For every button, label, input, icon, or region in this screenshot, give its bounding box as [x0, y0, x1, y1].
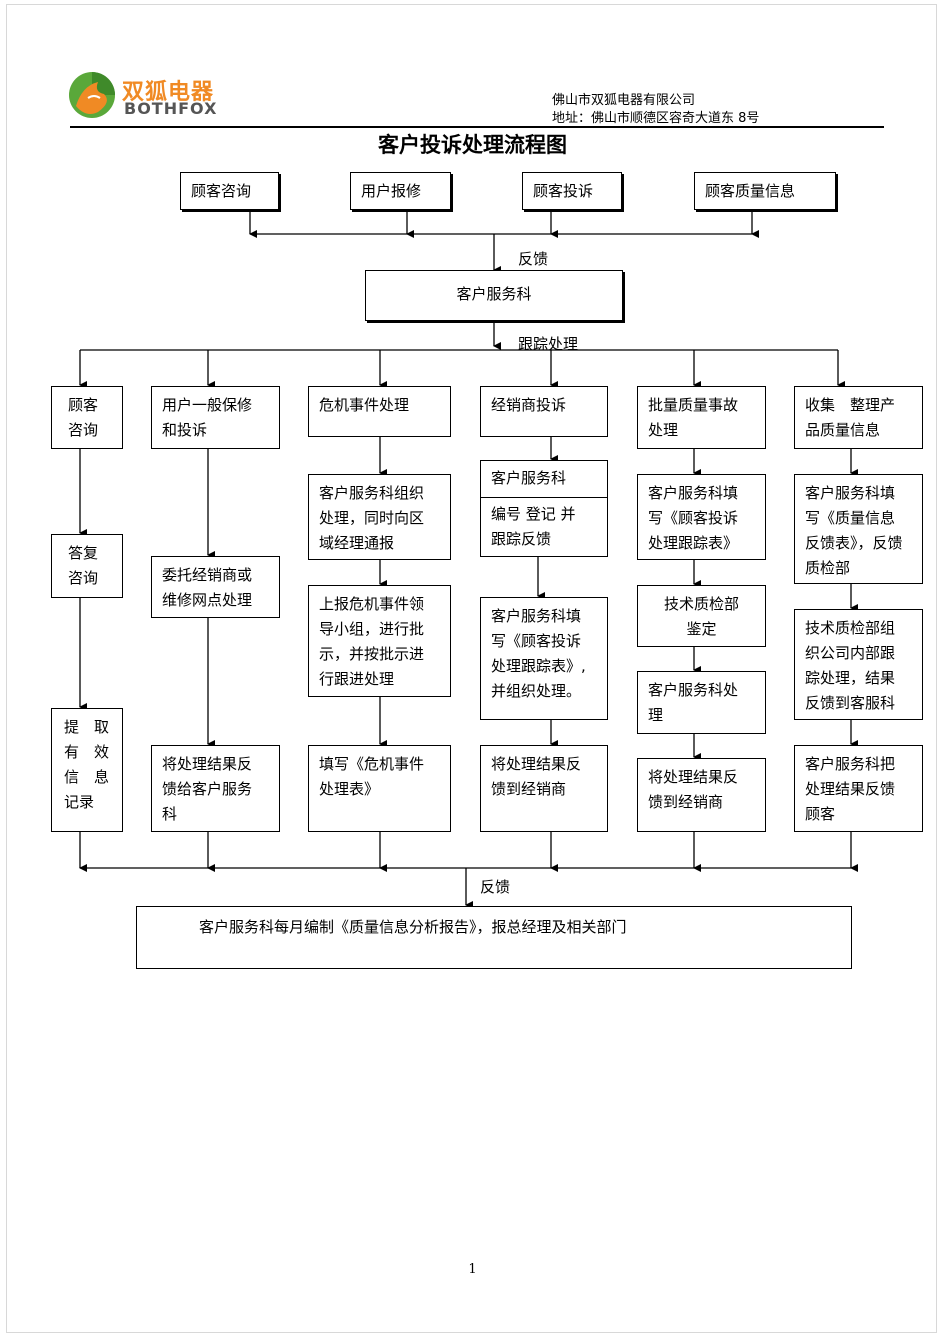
source-label: 顾客投诉	[533, 182, 594, 200]
source-quality-info: 顾客质量信息	[694, 172, 836, 210]
tracking-label: 跟踪处理	[518, 335, 579, 353]
source-user-repair: 用户报修	[350, 172, 451, 210]
page-number: 1	[468, 1262, 477, 1277]
b1-record: 提 取 有 效 信 息 记录	[51, 708, 123, 832]
b3-report-text: 上报危机事件领 导小组，进行批 示，并按批示进 行跟进处理	[319, 595, 425, 688]
b4-register: 编号 登记 并 跟踪反馈	[480, 497, 608, 557]
b6-fill-form: 客户服务科填 写《质量信息 反馈表》，反馈 质检部	[794, 474, 923, 584]
source-label: 顾客质量信息	[705, 182, 796, 200]
b5-handle: 客户服务科处 理	[637, 671, 766, 734]
b4-register-text: 编号 登记 并 跟踪反馈	[491, 505, 576, 548]
b4-feedback: 将处理结果反 馈到经销商	[480, 745, 608, 832]
final-report: 客户服务科每月编制《质量信息分析报告》，报总经理及相关部门	[136, 906, 852, 969]
b5-feedback-text: 将处理结果反 馈到经销商	[648, 768, 739, 811]
b2-general-repair: 用户一般保修 和投诉	[151, 386, 280, 449]
company-name: 佛山市双狐电器有限公司	[552, 93, 696, 108]
b2-delegate-text: 委托经销商或 维修网点处理	[162, 566, 253, 609]
source-customer-complaint: 顾客投诉	[522, 172, 622, 210]
b3-fill-form: 填写《危机事件 处理表》	[308, 745, 451, 832]
source-label: 顾客咨询	[191, 182, 252, 200]
b6-feedback-text: 客户服务科把 处理结果反馈 顾客	[805, 755, 896, 823]
b6-internal-track: 技术质检部组 织公司内部跟 踪处理，结果 反馈到客服科	[794, 609, 923, 720]
service-dept-label: 客户服务科	[456, 285, 532, 303]
b5-batch-quality: 批量质量事故 处理	[637, 386, 766, 449]
b3-organize-text: 客户服务科组织 处理，同时向区 域经理通报	[319, 484, 425, 552]
b5-fill-form-text: 客户服务科填 写《顾客投诉 处理跟踪表》	[648, 484, 739, 552]
brand-name-en: BOTHFOX	[124, 99, 218, 118]
b3-crisis-text: 危机事件处理	[319, 396, 410, 414]
b5-inspection: 技术质检部 鉴定	[637, 585, 766, 647]
b3-fill-form-text: 填写《危机事件 处理表》	[319, 755, 425, 798]
feedback-label: 反馈	[518, 250, 549, 268]
bottom-feedback-label: 反馈	[480, 878, 511, 896]
b2-delegate: 委托经销商或 维修网点处理	[151, 556, 280, 618]
b6-collect-info-text: 收集 整理产 品质量信息	[805, 396, 896, 439]
b4-service-dept-text: 客户服务科	[491, 469, 567, 487]
customer-service-dept: 客户服务科	[365, 270, 623, 321]
company-address: 地址：佛山市顺德区容奇大道东 8号	[552, 111, 760, 126]
b6-fill-form-text: 客户服务科填 写《质量信息 反馈表》，反馈 质检部	[805, 484, 903, 577]
b1-inquiry: 顾客 咨询	[51, 386, 123, 449]
b4-dealer-complaint: 经销商投诉	[480, 386, 608, 437]
b4-fill-form: 客户服务科填 写《顾客投诉 处理跟踪表》, 并组织处理。	[480, 597, 608, 720]
b4-fill-form-text: 客户服务科填 写《顾客投诉 处理跟踪表》, 并组织处理。	[491, 607, 586, 700]
b6-internal-track-text: 技术质检部组 织公司内部跟 踪处理，结果 反馈到客服科	[805, 619, 896, 712]
b5-fill-form: 客户服务科填 写《顾客投诉 处理跟踪表》	[637, 474, 766, 560]
b4-service-dept-head: 客户服务科	[480, 460, 608, 498]
b3-crisis: 危机事件处理	[308, 386, 451, 437]
b2-general-repair-text: 用户一般保修 和投诉	[162, 396, 253, 439]
b1-reply: 答复 咨询	[51, 534, 123, 598]
b1-inquiry-text: 顾客 咨询	[68, 396, 99, 439]
source-label: 用户报修	[361, 182, 422, 200]
bothfox-logo	[69, 72, 115, 118]
brand-name-cn: 双狐电器	[122, 80, 215, 105]
b2-feedback: 将处理结果反 馈给客户服务 科	[151, 745, 280, 832]
b3-report: 上报危机事件领 导小组，进行批 示，并按批示进 行跟进处理	[308, 585, 451, 697]
b1-record-text: 提 取 有 效 信 息 记录	[64, 718, 110, 811]
b2-feedback-text: 将处理结果反 馈给客户服务 科	[162, 755, 253, 823]
b6-feedback: 客户服务科把 处理结果反馈 顾客	[794, 745, 923, 832]
b5-handle-text: 客户服务科处 理	[648, 681, 739, 724]
final-report-text: 客户服务科每月编制《质量信息分析报告》，报总经理及相关部门	[199, 918, 627, 936]
b5-inspection-text: 技术质检部 鉴定	[663, 595, 739, 638]
b1-reply-text: 答复 咨询	[68, 544, 99, 587]
b4-feedback-text: 将处理结果反 馈到经销商	[491, 755, 582, 798]
b6-collect-info: 收集 整理产 品质量信息	[794, 386, 923, 449]
b5-feedback: 将处理结果反 馈到经销商	[637, 758, 766, 832]
b5-batch-quality-text: 批量质量事故 处理	[648, 396, 739, 439]
page-border	[6, 4, 937, 1333]
header-divider	[70, 126, 884, 128]
b3-organize: 客户服务科组织 处理，同时向区 域经理通报	[308, 474, 451, 560]
b4-dealer-complaint-text: 经销商投诉	[491, 396, 567, 414]
source-customer-inquiry: 顾客咨询	[180, 172, 279, 210]
page-title: 客户投诉处理流程图	[378, 132, 567, 157]
